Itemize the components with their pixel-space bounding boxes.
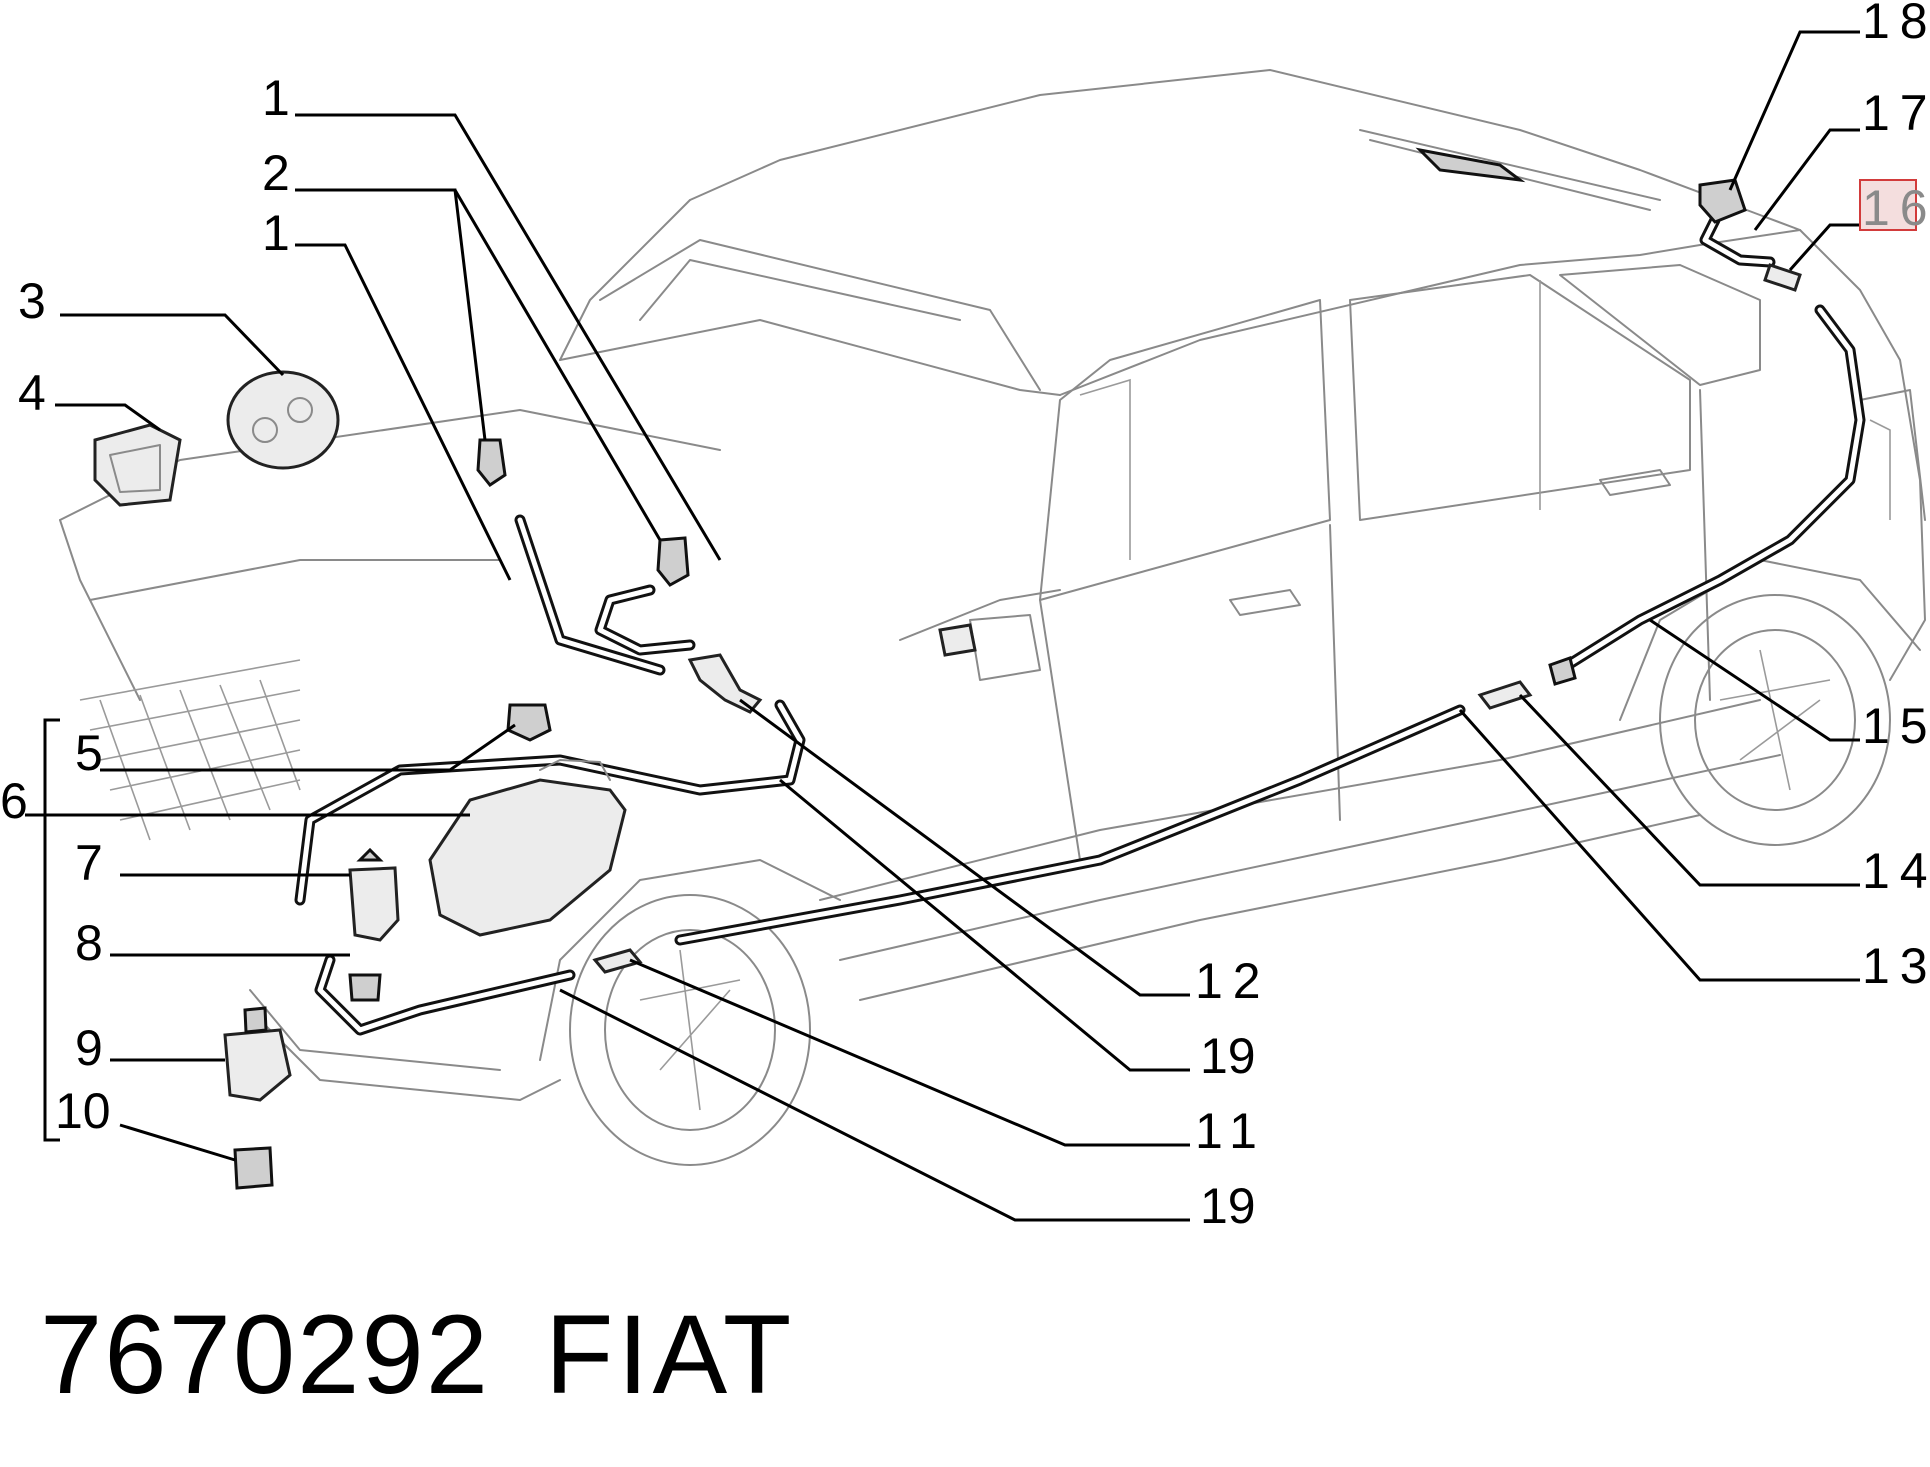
washer-pump-front [348, 866, 400, 942]
grommet [506, 703, 552, 742]
pump-seal [348, 973, 382, 1002]
callout-numbers: 1 2 1 3 4 5 6 7 8 9 10 11 12 13 14 15 16… [0, 0, 1930, 1234]
callout-19a: 19 [1200, 1028, 1256, 1084]
callout-6: 6 [0, 773, 38, 829]
car-outline [59, 69, 1926, 1166]
callout-16-highlight [1859, 179, 1917, 231]
pump-seal-2 [233, 1146, 274, 1190]
hose-connector-front [592, 948, 643, 974]
hose-end [1548, 656, 1577, 686]
callout-5: 5 [75, 725, 113, 781]
t-connector [687, 653, 763, 714]
callout-3: 3 [18, 273, 56, 329]
washer-pump-rear [223, 1028, 292, 1102]
brand-name: FIAT [545, 1292, 796, 1417]
washer-parts [93, 178, 1802, 1190]
callout-8: 8 [75, 915, 113, 971]
callout-15: 15 [1862, 698, 1930, 754]
washer-nozzle-right [656, 536, 690, 587]
callout-1b: 1 [262, 205, 300, 261]
callout-16: 16 [1862, 180, 1930, 236]
callout-13: 13 [1862, 938, 1930, 994]
callout-17: 17 [1862, 85, 1930, 141]
hose-clamp [93, 423, 182, 507]
callout-4: 4 [18, 365, 56, 421]
callout-9: 9 [75, 1020, 113, 1076]
cover-cap [226, 370, 340, 470]
callout-19b: 19 [1200, 1178, 1256, 1234]
washer-tank [428, 778, 627, 937]
callout-7: 7 [75, 835, 113, 891]
callout-14: 14 [1862, 843, 1930, 899]
rear-hose-connector [1763, 263, 1802, 292]
washer-nozzle-left [476, 438, 507, 488]
rear-washer-nozzle [1698, 178, 1747, 224]
callout-18: 18 [1862, 0, 1930, 49]
washer-hoses [294, 214, 1866, 1036]
callout-12: 12 [1195, 953, 1271, 1009]
callout-11: 11 [1195, 1103, 1267, 1159]
rear-wiper [1359, 129, 1661, 211]
callout-10: 10 [55, 1083, 111, 1139]
callout-1: 1 [262, 70, 300, 126]
part-number: 7670292 [40, 1292, 491, 1417]
callout-2: 2 [262, 145, 300, 201]
leader-lines [25, 30, 1860, 1222]
hose-connector-side [1477, 680, 1533, 710]
grille [79, 659, 301, 841]
